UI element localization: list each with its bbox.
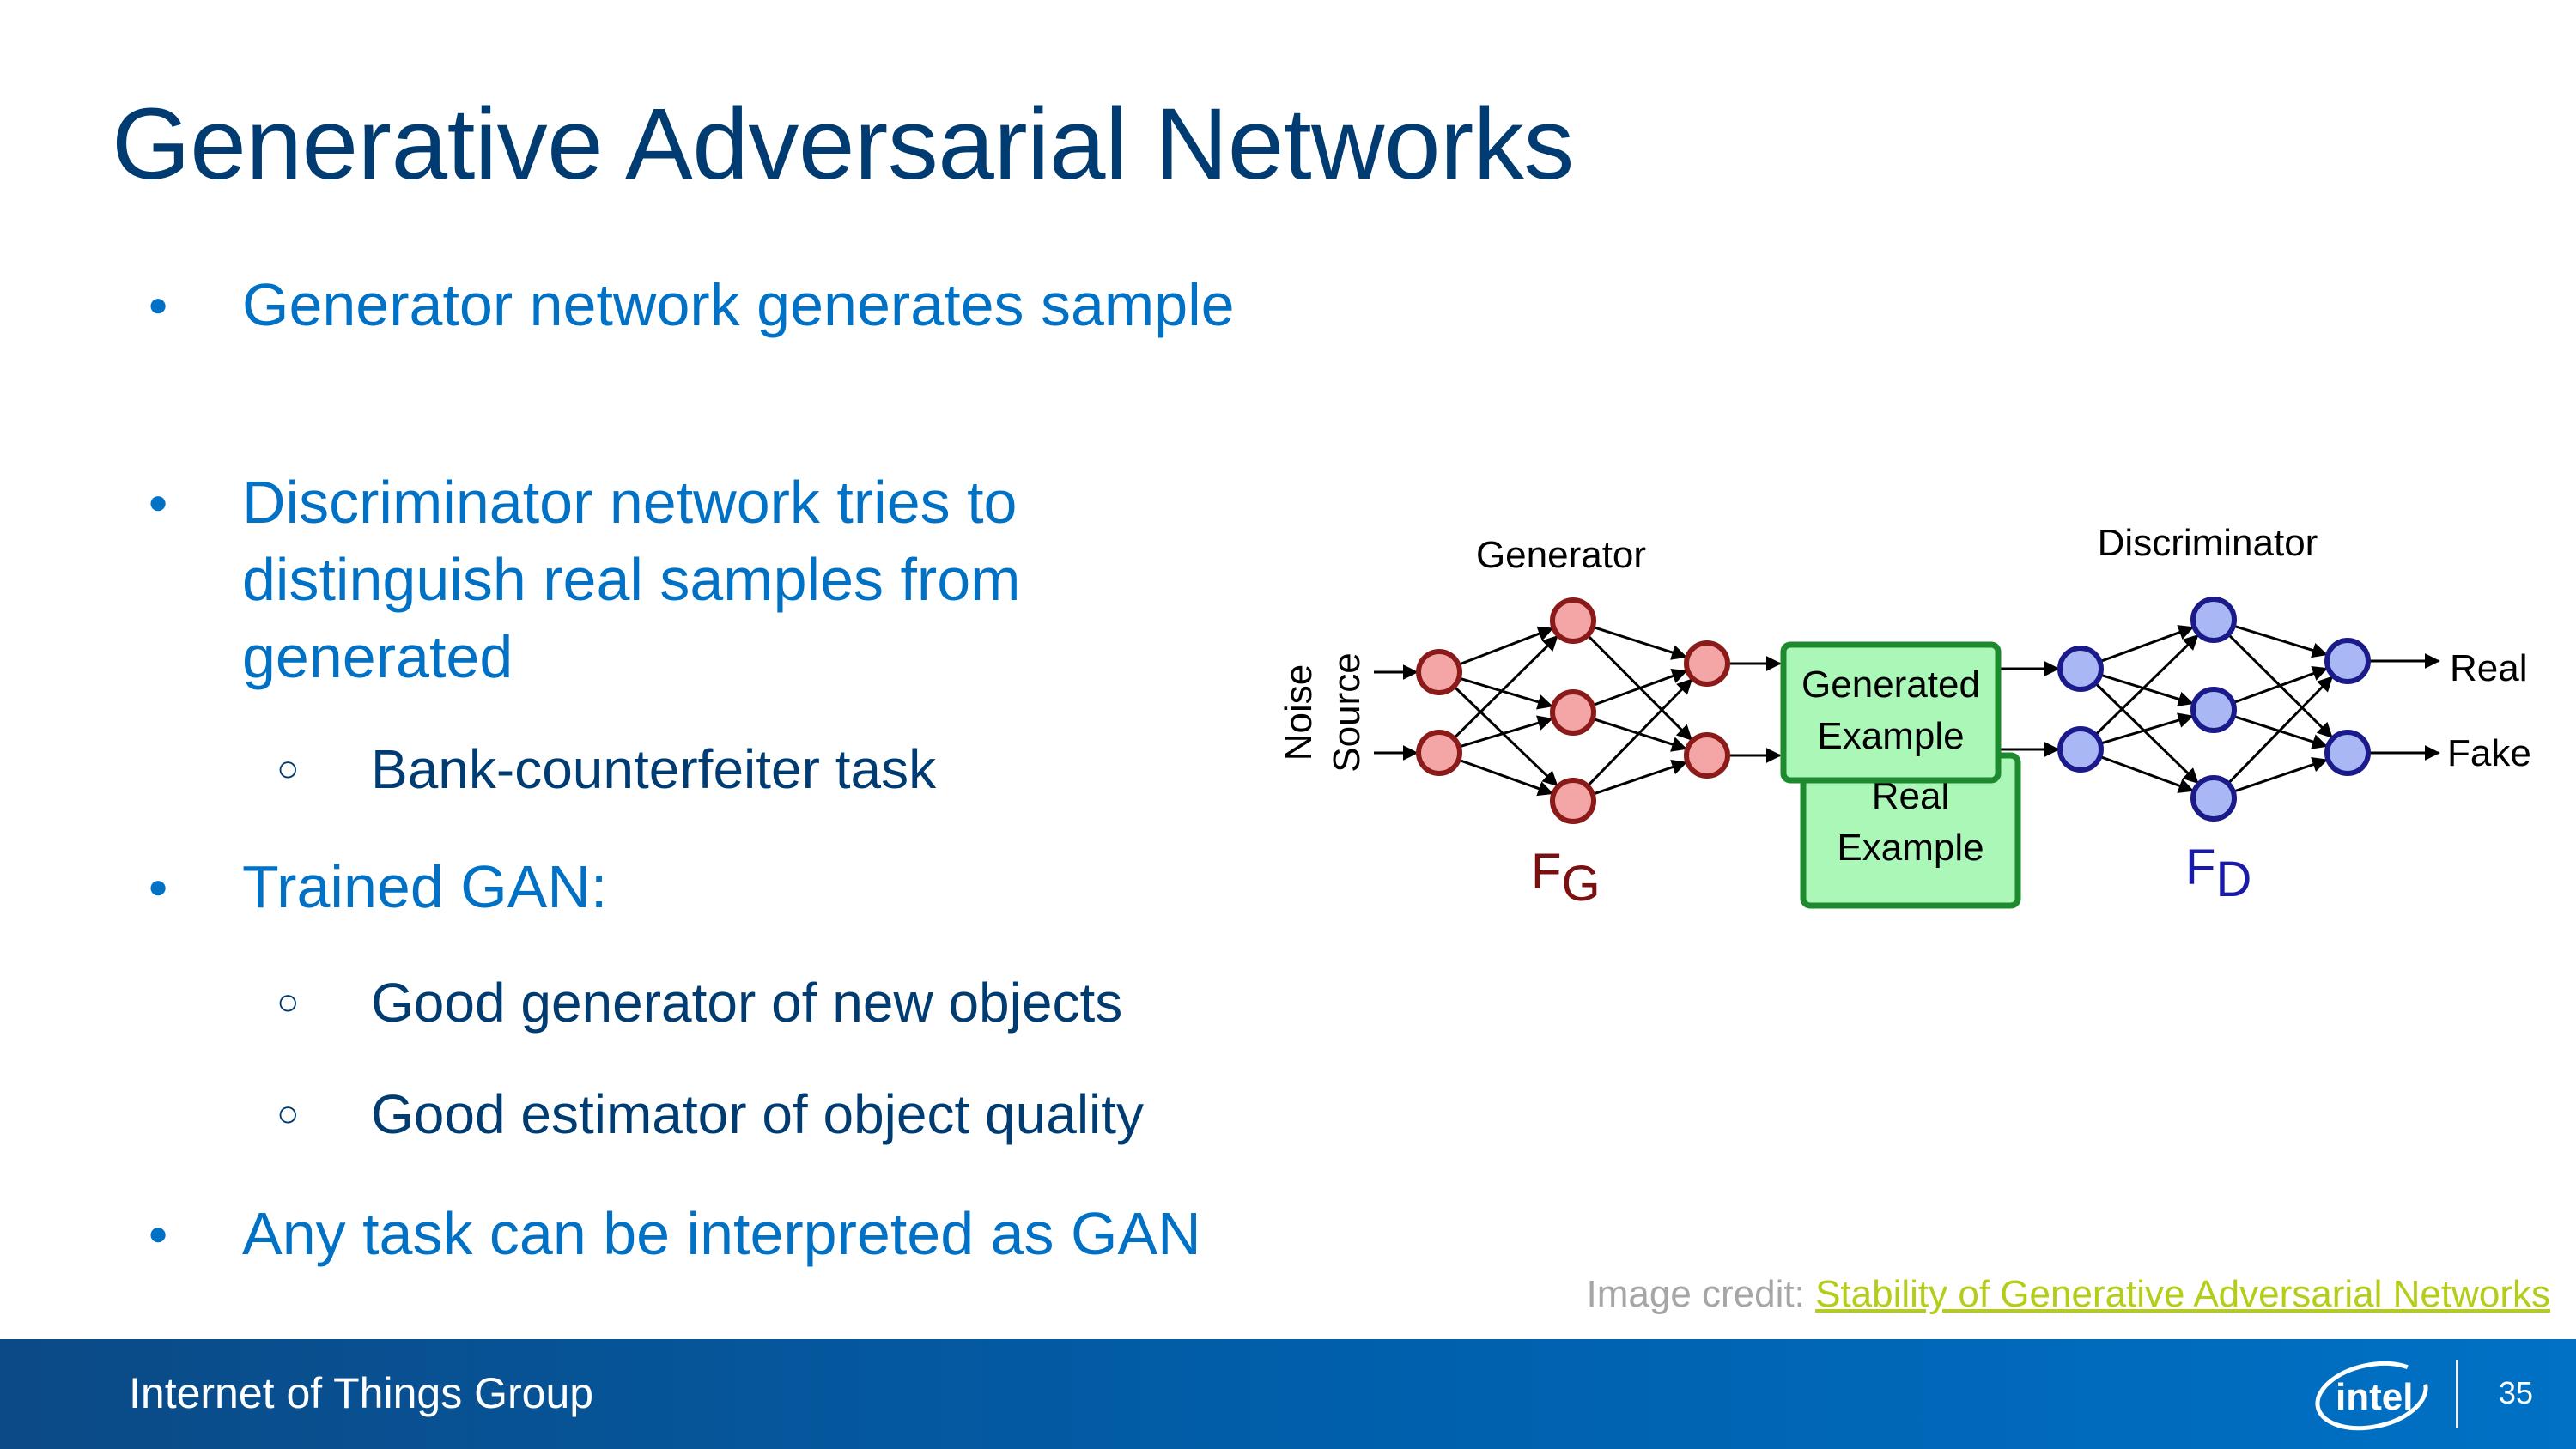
sub-bullet-good-generator: Good generator of new objects (276, 968, 1315, 1037)
discriminator-output-node (2324, 638, 2371, 684)
generator-input-node (1416, 730, 1462, 776)
generator-connection (1458, 676, 1553, 710)
generator-network (1416, 597, 1730, 824)
discriminator-connection (2099, 712, 2194, 745)
discriminator-hidden-node (2190, 775, 2237, 822)
gan-diagram: Real Example Generated Example Generator… (1278, 522, 2531, 912)
discriminator-input-node (2057, 726, 2104, 773)
image-credit-link[interactable]: Stability of Generative Adversarial Netw… (1815, 1273, 2550, 1315)
generator-connection (1592, 669, 1688, 707)
discriminator-connection (2099, 755, 2195, 793)
fg-main: F (1531, 844, 1561, 900)
discriminator-hidden-node (2190, 597, 2237, 643)
discriminator-connection (2099, 625, 2195, 664)
discriminator-input-node (2057, 646, 2104, 692)
discriminator-connection (2233, 624, 2328, 658)
generator-output-node (1684, 732, 1730, 779)
discriminator-connection (2094, 682, 2199, 785)
sub-bullet-good-estimator: Good estimator of object quality (276, 1080, 1315, 1149)
bullet-list: Generator network generates sample Discr… (0, 0, 1305, 1339)
discriminator-connection (2233, 757, 2329, 793)
generator-connection (1592, 625, 1687, 660)
fg-sub: G (1561, 856, 1600, 912)
generator-connection (1458, 715, 1553, 749)
bullet-trained-gan: Trained GAN: (148, 848, 1273, 925)
page-number: 35 (2499, 1375, 2534, 1410)
output-fake-label: Fake (2447, 732, 2531, 774)
footer-divider (2456, 1360, 2458, 1428)
generated-example-label-line1: Generated (1801, 664, 1980, 706)
footer-group-name: Internet of Things Group (129, 1369, 594, 1417)
generator-label: Generator (1476, 534, 1646, 576)
noise-label-line1: Noise (1278, 664, 1320, 761)
discriminator-connection (2099, 673, 2194, 707)
discriminator-connection (2094, 634, 2199, 737)
intel-logo: intel (2315, 1361, 2428, 1431)
bullet-generator: Generator network generates sample (148, 266, 1273, 343)
generator-input-node (1416, 649, 1462, 695)
generator-hidden-node (1550, 689, 1596, 736)
generator-connection (1592, 760, 1688, 796)
fd-main: F (2185, 840, 2215, 895)
discriminator-hidden-node (2190, 687, 2237, 733)
noise-label-line2: Source (1326, 652, 1368, 772)
sub-bullet-bank-counterfeiter: Bank-counterfeiter task (276, 735, 1315, 803)
discriminator-network (2057, 597, 2371, 822)
generator-connection (1453, 635, 1558, 740)
network-connections (1374, 624, 2440, 797)
real-example-label-line2: Example (1837, 827, 1984, 869)
generator-hidden-node (1550, 597, 1596, 644)
generator-hidden-node (1550, 778, 1596, 824)
generator-connection (1586, 678, 1693, 787)
fd-label: FD (2185, 840, 2251, 907)
discriminator-output-node (2324, 730, 2371, 776)
footer-bar: Internet of Things Group intel 35 (0, 1339, 2576, 1449)
discriminator-connection (2227, 676, 2334, 785)
generated-example-label-line2: Example (1817, 715, 1964, 757)
slide-title: Generative Adversarial Networks (112, 88, 1574, 201)
image-credit: Image credit: Stability of Generative Ad… (1587, 1273, 2550, 1316)
generated-example-box (1780, 641, 2002, 784)
output-real-label: Real (2450, 647, 2528, 689)
discriminator-connection (2233, 666, 2329, 705)
fd-sub: D (2215, 852, 2251, 907)
generator-output-node (1684, 640, 1730, 687)
bullet-discriminator: Discriminator network tries to distingui… (148, 464, 1273, 695)
svg-text:intel: intel (2336, 1376, 2413, 1418)
image-credit-prefix: Image credit: (1586, 1273, 1816, 1315)
generator-connection (1453, 685, 1558, 787)
bullet-any-task: Any task can be interpreted as GAN (148, 1195, 1273, 1272)
discriminator-label: Discriminator (2098, 522, 2318, 564)
generator-connection (1458, 758, 1554, 797)
generator-connection (1457, 626, 1554, 666)
fg-label: FG (1531, 844, 1601, 912)
